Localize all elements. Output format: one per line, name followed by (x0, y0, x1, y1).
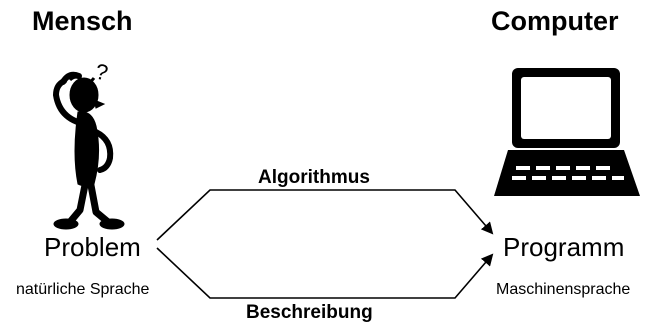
lower-arrow (156, 247, 494, 299)
description-label: Beschreibung (246, 302, 373, 323)
right-heading: Computer (491, 6, 619, 36)
problem-term: Problem (44, 232, 141, 262)
computer-terminal-icon (494, 68, 640, 196)
program-term: Programm (503, 232, 625, 262)
machine-language-label: Maschinensprache (496, 281, 631, 298)
question-mark-glyph: ? (93, 59, 110, 86)
algorithm-label: Algorithmus (258, 167, 370, 188)
upper-arrow (156, 189, 494, 241)
left-heading: Mensch (32, 6, 133, 36)
natural-language-label: natürliche Sprache (16, 281, 150, 298)
thinking-person-icon: ? (52, 59, 125, 230)
